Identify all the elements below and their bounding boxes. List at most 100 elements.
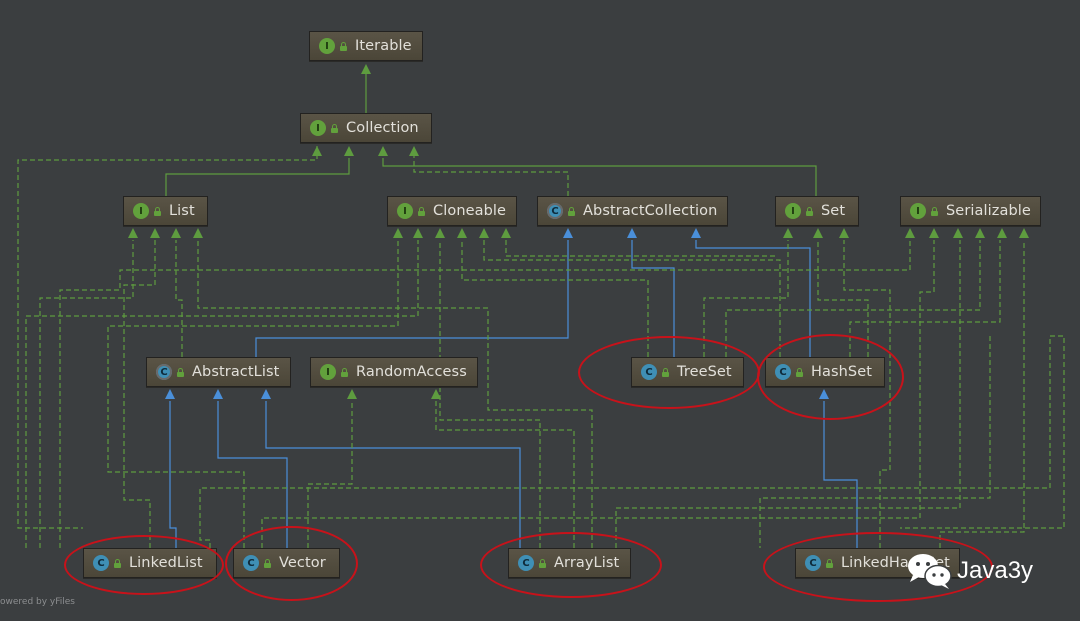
edge-arraylist-abstractlist-arrowhead [261,389,271,399]
node-serializable[interactable]: I Serializable [900,196,1041,226]
abstract-class-badge-icon: C [156,364,172,380]
interface-badge-icon: I [133,203,149,219]
public-lock-icon [930,206,939,216]
node-list[interactable]: I List [123,196,208,226]
edge-treeset-abstractcollection [631,240,675,357]
edge-treeset-cloneable-arrowhead [457,228,467,238]
edge-treeset-abstractcollection-arrowhead [627,228,637,238]
node-set[interactable]: I Set [775,196,859,226]
edge-arraylist-cloneable [439,240,541,548]
node-label: AbstractCollection [583,203,718,219]
highlight-ring-vector [225,526,358,601]
edge-hashset-serializable-arrowhead [997,228,1007,238]
edge-arraylist-list-arrowhead [193,228,203,238]
edge-vector-abstractlist [217,401,288,548]
node-label: List [169,203,195,219]
node-abstractlist[interactable]: C AbstractList [146,357,291,387]
node-label: AbstractList [192,364,280,380]
node-randomaccess[interactable]: I RandomAccess [310,357,478,387]
edge-cloneable-bus-arrowhead [501,228,511,238]
edge-vector-randomaccess [307,401,353,548]
edge-hashset-serializable [849,240,1001,357]
watermark-text: Java3y [957,557,1034,584]
edge-vector-serializable [261,240,935,548]
edge-list-collection-arrowhead [344,146,354,156]
edge-vector-list [123,240,156,548]
edge-vector-cloneable [107,240,399,548]
interface-badge-icon: I [785,203,801,219]
edge-collection-iterable-arrowhead [361,64,371,74]
edge-linkedhashset-set-arrowhead [839,228,849,238]
edge-vector-randomaccess-arrowhead [347,389,357,399]
edge-linkedhashset-serializable [939,240,1025,548]
edge-arraylist-randomaccess-arrowhead [431,389,441,399]
public-lock-icon [339,41,348,51]
edge-abstractcollection-collection-head-arrowhead [409,146,419,156]
interface-badge-icon: I [910,203,926,219]
node-label: Set [821,203,846,219]
node-label: RandomAccess [356,364,467,380]
edge-linkedlist-abstractlist [169,401,177,548]
edge-hashset-cloneable-arrowhead [479,228,489,238]
edge-hashset-cloneable [483,240,781,357]
yfiles-credit: owered by yFiles [0,597,75,607]
node-cloneable[interactable]: I Cloneable [387,196,517,226]
edge-linkedhashset-serializable-arrowhead [1019,228,1029,238]
edge-linkedlist-list-arrowhead [128,228,138,238]
node-label: Iterable [355,38,412,54]
edge-vector-cloneable-arrowhead [393,228,403,238]
public-lock-icon [805,206,814,216]
interface-badge-icon: I [397,203,413,219]
edge-linkedlist-cloneable-arrowhead [413,228,423,238]
public-lock-icon [340,367,349,377]
highlight-ring-linkedlist [64,535,224,595]
wechat-icon [908,554,952,589]
edge-abstractcollection-collection [413,158,569,196]
abstract-class-badge-icon: C [547,203,563,219]
interface-badge-icon: I [320,364,336,380]
edge-collection-left-bus-arrowhead [312,146,322,156]
edge-right-bus [199,335,1065,548]
node-label: Cloneable [433,203,507,219]
edge-set-collection [382,158,817,196]
edge-arraylist-list [197,240,593,548]
public-lock-icon [176,367,185,377]
highlight-ring-arraylist [480,532,662,598]
public-lock-icon [153,206,162,216]
edge-treeset-cloneable [461,240,649,357]
edge-arraylist-cloneable-arrowhead [435,228,445,238]
edge-cloneable-bus [505,240,776,257]
edge-abstractlist-list-arrowhead [171,228,181,238]
edge-linkedlist-abstractlist-arrowhead [165,389,175,399]
node-label: Serializable [946,203,1031,219]
public-lock-icon [417,206,426,216]
highlight-ring-linkedhashset [763,532,993,602]
edge-vector-serializable-arrowhead [929,228,939,238]
edge-linkedhashset-hashset [823,401,858,548]
node-iterable[interactable]: I Iterable [309,31,423,61]
edge-right-bus-2 [759,336,991,548]
node-abstractcollection[interactable]: C AbstractCollection [537,196,728,226]
watermark: Java3y [905,551,1033,591]
public-lock-icon [330,123,339,133]
edge-list-collection [165,158,350,196]
edge-hashset-abstractcollection [695,240,811,357]
edge-arraylist-serializable-arrowhead [953,228,963,238]
edge-linkedlist-cloneable [25,240,419,548]
edge-treeset-serializable [725,240,981,357]
edge-arraylist-abstractlist [265,401,521,548]
interface-badge-icon: I [319,38,335,54]
public-lock-icon [567,206,576,216]
edge-treeset-set-arrowhead [783,228,793,238]
edge-linkedlist-list [39,240,134,548]
highlight-ring-hashset [757,334,904,420]
edge-hashset-set-arrowhead [813,228,823,238]
edge-arraylist-serializable [615,240,961,548]
edge-abstractlist-list [175,240,183,357]
edge-vector-list-arrowhead [150,228,160,238]
edge-arraylist-randomaccess [435,401,575,548]
edge-treeset-serializable-arrowhead [975,228,985,238]
edge-set-collection-arrowhead [378,146,388,156]
